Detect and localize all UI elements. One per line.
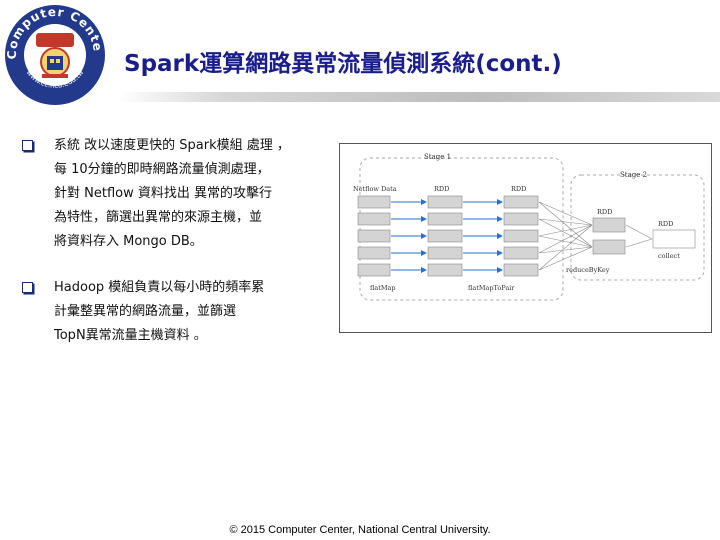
logo-seal-banner: [36, 33, 74, 47]
bullet-spark-text: 系統 改以速度更快的 Spark模組 處理 ， 每 10分鐘的即時網路流量偵測處…: [54, 138, 290, 249]
column-netflow-label: Netflow Data: [353, 185, 397, 193]
rdd1-partitions: [427, 195, 463, 277]
collect-lines: [625, 224, 653, 248]
bullet-spark: 系統 改以速度更快的 Spark模組 處理 ， 每 10分鐘的即時網路流量偵測處…: [22, 134, 322, 254]
netflow-partitions: [357, 195, 391, 277]
square-bullet-icon: [22, 282, 33, 293]
rdd4-result-box: [652, 229, 696, 249]
rdd3-partitions: [592, 217, 626, 255]
stage1-label: Stage 1: [424, 153, 451, 161]
rdd2-partitions: [503, 195, 539, 277]
column-rdd1-label: RDD: [434, 185, 449, 193]
bullet-hadoop: Hadoop 模組負責以每小時的頻率累 計彙整異常的網路流量，並篩選 TopN異…: [22, 276, 322, 348]
reducebykey-label: reduceByKey: [566, 266, 610, 274]
flatmap-label: flatMap: [370, 284, 396, 292]
collect-label: collect: [658, 252, 680, 260]
column-rdd3-label: RDD: [597, 208, 612, 216]
bullet-hadoop-text: Hadoop 模組負責以每小時的頻率累 計彙整異常的網路流量，並篩選 TopN異…: [54, 280, 265, 343]
stage1-frame: [359, 157, 564, 301]
stage2-label: Stage 2: [620, 171, 647, 179]
flatmap-arrows: [391, 199, 427, 273]
flatmaptopair-arrows: [463, 199, 503, 273]
title-divider: [118, 92, 720, 102]
column-rdd2-label: RDD: [511, 185, 526, 193]
column-rdd4-label: RDD: [658, 220, 673, 228]
spark-stage-diagram: Stage 1 Stage 2 Netflow Data RDD RDD RDD…: [339, 143, 712, 333]
square-bullet-icon: [22, 140, 33, 151]
stage2-frame: [570, 174, 705, 281]
flatmaptopair-label: flatMapToPair: [468, 284, 515, 292]
slide-title: Spark運算網路異常流量偵測系統(cont.): [124, 51, 562, 77]
shuffle-lines: [538, 201, 593, 271]
computer-center-logo: Computer Center www.cc.ncu.edu.tw: [0, 0, 108, 108]
slide-footer: © 2015 Computer Center, National Central…: [229, 524, 491, 536]
